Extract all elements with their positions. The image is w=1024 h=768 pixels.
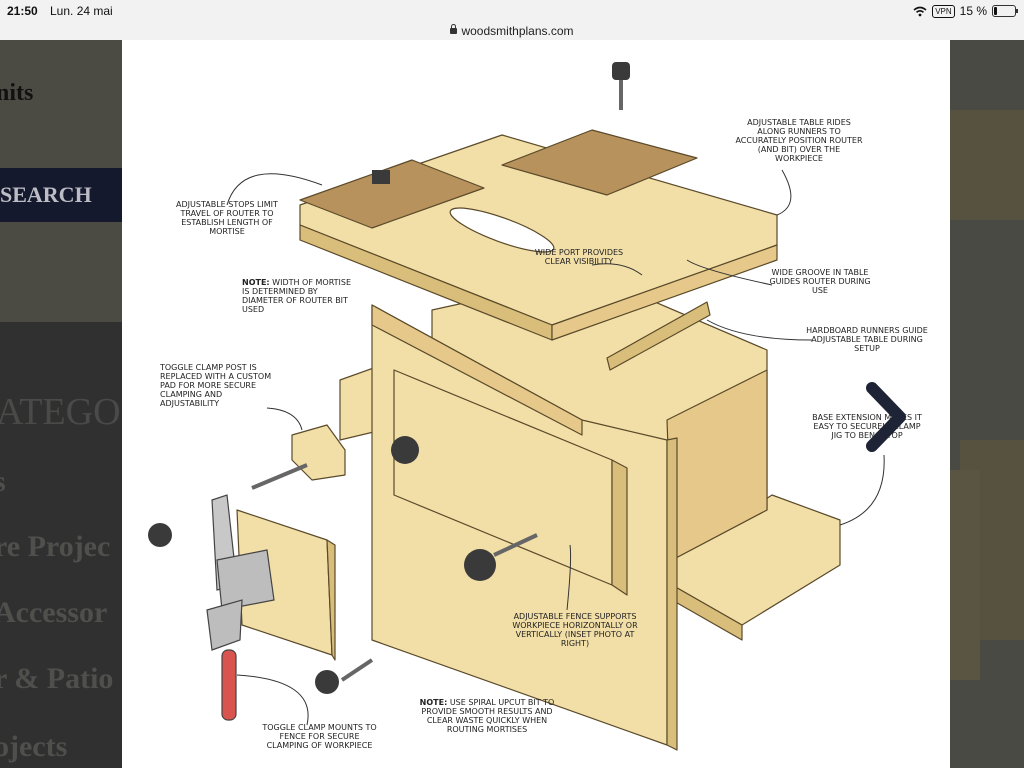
label-note-spiral: Note: Use spiral upcut bit to provide sm… [412,698,562,734]
background-menu-item: Accessor [0,596,108,629]
url-bar[interactable]: woodsmithplans.com [0,24,1024,40]
next-image-button[interactable] [862,380,912,454]
lock-icon [450,24,458,34]
battery-icon [992,5,1018,17]
background-right-column [950,40,1024,768]
label-adjustable-fence: Adjustable fence supports workpiece hori… [512,612,638,648]
label-note-mortise: Note: Width of mortise is determined by … [242,278,352,314]
background-logo: nits [0,80,34,106]
note-title: Note: [419,698,448,707]
label-adjustable-stops: Adjustable stops limit travel of router … [176,200,278,236]
lightbox-image: Adjustable stops limit travel of router … [122,40,950,768]
url-domain: woodsmithplans.com [461,24,574,38]
background-menu-item: s [0,465,6,499]
background-search-button: SEARCH [0,168,122,222]
status-time: 21:50 [7,4,38,18]
chevron-right-icon [866,382,906,452]
label-base-extension: Base extension makes it easy to securely… [812,413,922,440]
background-sidebar: nits SEARCH ATEGO s re Projec Accessor r… [0,40,122,768]
status-right: VPN 15 % [913,4,1018,18]
label-wide-port: Wide port provides clear visibility [534,248,624,266]
background-image-fragment [950,110,1024,680]
note-title: Note: [242,278,270,287]
label-wide-groove: Wide groove in table guides router durin… [769,268,871,295]
note-body: Use spiral upcut bit to provide smooth r… [421,698,555,734]
background-menu-item: r & Patio [0,662,114,695]
background-category-heading: ATEGO [0,391,121,433]
background-menu-item: ojects [0,730,68,763]
label-toggle-post: Toggle clamp post is replaced with a cus… [160,363,272,408]
vpn-badge: VPN [932,4,955,18]
note-body: Width of mortise is determined by diamet… [242,278,352,314]
wifi-icon [913,6,927,16]
router-jig-diagram [148,62,885,751]
battery-percent: 15 % [959,4,987,18]
label-hardboard-runners: Hardboard runners guide adjustable table… [806,326,928,353]
background-menu-item: re Projec [0,530,111,563]
background-menu-panel [0,322,122,768]
status-date: Lun. 24 mai [50,4,113,18]
status-bar: 21:50 Lun. 24 mai VPN 15 % [0,0,1024,24]
label-adjustable-table: Adjustable table rides along runners to … [735,118,863,163]
label-toggle-clamp: Toggle clamp mounts to fence for secure … [262,723,377,750]
